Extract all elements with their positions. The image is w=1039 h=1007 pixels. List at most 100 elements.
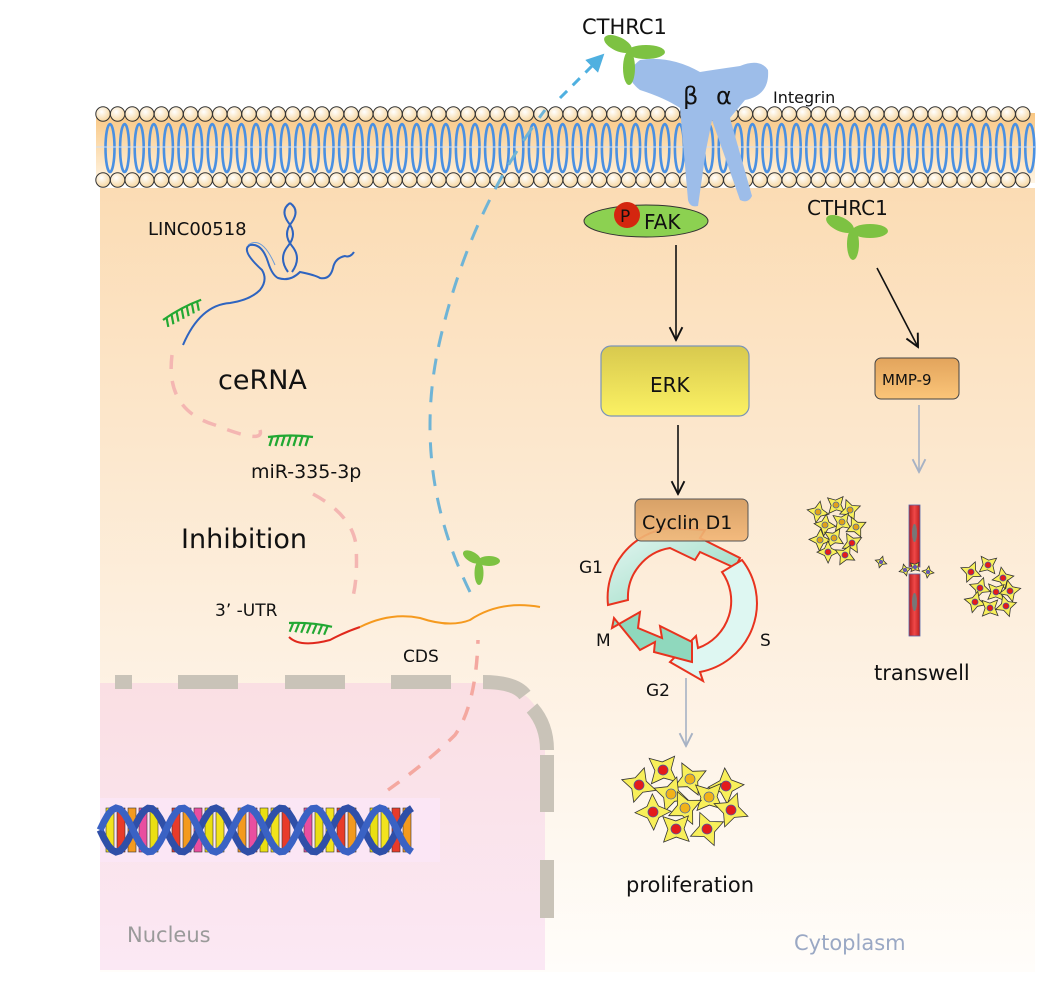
lipid-head [153, 172, 170, 188]
mrna-3utr-segment [288, 626, 361, 645]
phase-s-label: S [760, 631, 771, 651]
lipid-tail [775, 122, 788, 174]
lipid-head [328, 172, 345, 188]
lipid-tail [994, 122, 1007, 174]
lipid-head [781, 172, 797, 188]
cthrc1-intracellular-icon [826, 215, 888, 260]
lipid-head [869, 172, 885, 188]
lipid-head [664, 172, 681, 188]
lipid-tail [396, 122, 408, 174]
lipid-head [1015, 106, 1031, 122]
lipid-head [401, 106, 418, 122]
cyclin-d1-label: Cyclin D1 [642, 512, 732, 534]
linc00518-label: LINC00518 [148, 219, 247, 240]
lipid-tail [148, 122, 160, 174]
secretion-path [428, 109, 547, 593]
lipid-tail [950, 122, 963, 174]
lipid-tail [323, 122, 335, 174]
lipid-head [387, 106, 403, 122]
lipid-head [810, 172, 827, 188]
lipid-head [124, 172, 140, 188]
lipid-tail [1024, 122, 1036, 174]
proliferation-label: proliferation [626, 873, 754, 897]
lipid-head [109, 106, 126, 122]
lipid-head [1015, 172, 1031, 188]
lipid-tail [366, 122, 379, 174]
lipid-head [343, 106, 359, 122]
mmp9-node [874, 357, 960, 400]
lipid-tail [498, 122, 511, 174]
erk-label: ERK [650, 373, 691, 397]
lipid-head [606, 172, 622, 188]
lipid-head [547, 172, 564, 188]
lipid-tail [1009, 122, 1022, 174]
lipid-head [664, 106, 681, 122]
lipid-head [124, 106, 140, 122]
lipid-head [460, 172, 476, 188]
lipid-tail [221, 122, 233, 174]
lipid-tail [425, 122, 438, 174]
nucleus-label: Nucleus [127, 923, 211, 947]
lipid-head [956, 172, 973, 188]
lipid-head [927, 172, 943, 188]
lipid-tail [600, 122, 613, 174]
lipid-tail [162, 122, 175, 174]
lipid-tail [410, 122, 423, 174]
lipid-head [153, 106, 170, 122]
lipid-head [212, 106, 228, 122]
lipid-head [810, 106, 827, 122]
lipid-head [445, 172, 462, 188]
lipid-head [431, 106, 447, 122]
lipid-head [109, 172, 126, 188]
lipid-head [766, 106, 783, 122]
lipid-head [620, 172, 637, 188]
cerna-label: ceRNA [218, 365, 307, 396]
lipid-tail [279, 122, 292, 174]
lncrna-bound-mirna-icon [162, 298, 202, 328]
lipid-head [737, 106, 754, 122]
lipid-head [255, 172, 272, 188]
erk-node [600, 345, 750, 417]
lipid-head [942, 106, 958, 122]
lncrna-icon [182, 202, 355, 346]
lipid-head [869, 106, 885, 122]
lipid-tail [658, 122, 671, 174]
lipid-head [474, 172, 491, 188]
lipid-head [650, 106, 666, 122]
lipid-head [460, 106, 476, 122]
lipid-head [591, 172, 608, 188]
mrna-cds-segment [359, 604, 541, 628]
lipid-tail [834, 122, 846, 174]
lipid-tail [337, 122, 350, 174]
lipid-head [474, 106, 491, 122]
phase-m-label: M [596, 631, 611, 651]
lipid-head [650, 172, 666, 188]
lipid-head [985, 172, 1002, 188]
lipid-head [620, 106, 637, 122]
lipid-head [708, 172, 724, 188]
cthrc1-to-mmp9-arrow [876, 267, 918, 347]
cthrc1-intracellular-label: CTHRC1 [807, 196, 888, 220]
lipid-head [825, 172, 841, 188]
lipid-head [956, 106, 973, 122]
transwell-icon [806, 495, 1022, 637]
lipid-head [285, 172, 301, 188]
dna-helix-icon [96, 798, 440, 862]
lipid-tail [206, 122, 218, 174]
integrin-alpha-label: α [716, 82, 732, 110]
lipid-tail [892, 122, 905, 174]
lipid-head [168, 172, 184, 188]
lipid-head [270, 106, 286, 122]
lipid-head [168, 106, 184, 122]
lipid-tail [439, 122, 452, 174]
lipid-head [796, 172, 812, 188]
lipid-head [883, 172, 900, 188]
lipid-head [796, 106, 812, 122]
lipid-tail [644, 122, 657, 174]
proliferating-cells-icon [620, 755, 749, 847]
lipid-tail [585, 122, 598, 174]
lipid-tail [118, 122, 131, 174]
lipid-head [985, 106, 1002, 122]
transwell-label: transwell [874, 661, 970, 685]
lipid-tail [469, 122, 481, 174]
